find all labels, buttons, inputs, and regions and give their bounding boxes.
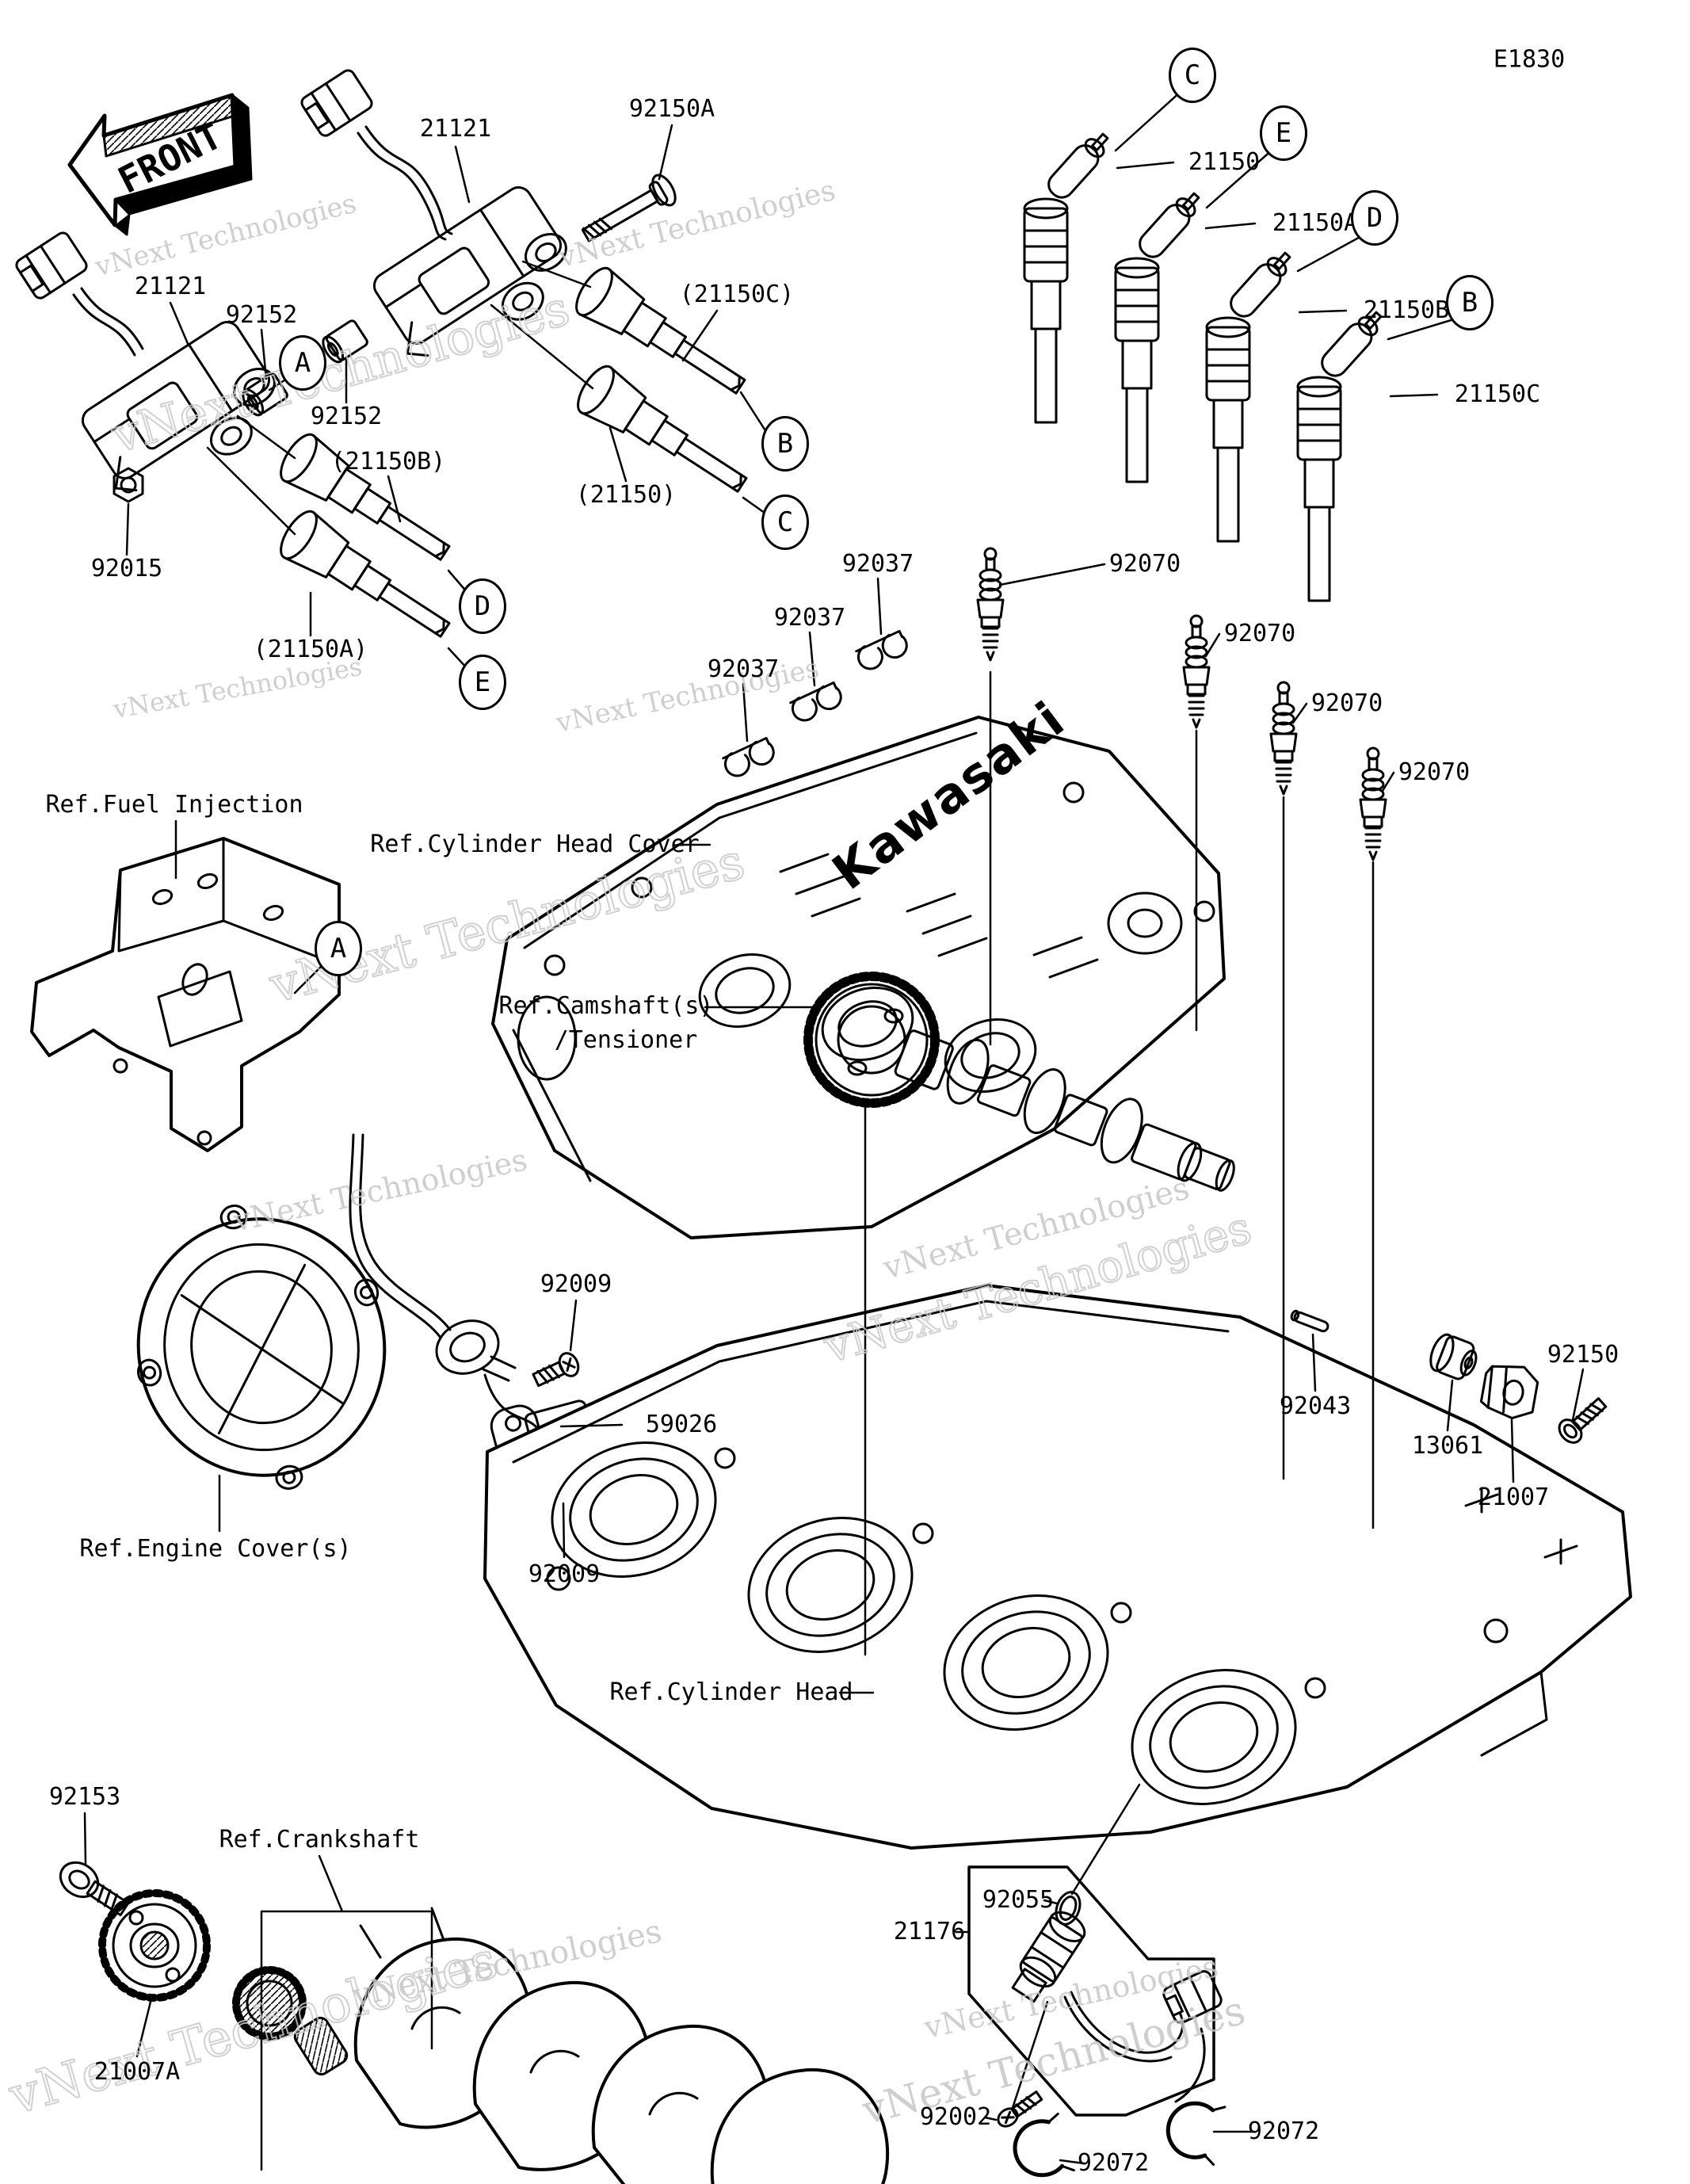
part-label-13061: 13061 [1411,1432,1484,1460]
nut-92015 [113,467,144,503]
damper-92152-1 [242,372,288,417]
part-label-21150a: 21150A [1272,209,1359,237]
part-label-ref-fuel-injection: Ref.Fuel Injection [45,791,303,819]
part-label-92072: 92072 [1077,2149,1150,2177]
callout-circle-d: D [459,578,506,634]
plug-cap-21150a [280,510,451,638]
pin-92043 [1290,1309,1329,1333]
clamp-92037-1 [855,629,908,670]
part-label-92037: 92037 [707,655,780,683]
clamp-92072-1 [1013,2112,1075,2178]
holder-21007 [1479,1365,1539,1420]
part-label-92037: 92037 [841,550,914,578]
part-label-92009: 92009 [528,1560,601,1588]
callout-circle-c: C [1169,48,1216,103]
stick-coil-cap-1 [1023,132,1109,424]
cylinder-head-cover: Kawasaki [491,689,1226,1239]
part-label-ref-cylinder-head-cover: Ref.Cylinder Head Cover [370,830,700,858]
part-label-21007a: 21007A [93,2058,181,2086]
spark-plug-2 [1182,614,1211,729]
callout-circle-e: E [459,655,506,710]
part-label-21150c: 21150C [1454,380,1541,408]
part-label-92043: 92043 [1279,1392,1352,1420]
plug-cap-21150b [280,433,451,561]
part-label-21121: 21121 [419,115,492,143]
part-label-92009: 92009 [540,1270,612,1298]
clamp-92037-2 [789,681,842,722]
part-label-21150c: (21150C) [679,281,795,308]
part-label-92055: 92055 [982,1886,1055,1914]
part-label-92015: 92015 [90,555,163,582]
clamp-92072-2 [1165,2101,1226,2166]
clamp-92037-3 [722,736,775,777]
screw-92009-top [532,1352,580,1388]
part-label-92070: 92070 [1310,689,1383,717]
camshaft [803,972,1235,1192]
callout-circle-c: C [761,494,809,550]
leader-lines [83,89,1585,2171]
crankshaft [353,1907,890,2184]
callout-circle-a: A [279,335,326,391]
fuel-injection-bracket [30,837,341,1152]
part-label-92153: 92153 [48,1783,121,1811]
part-label-21150b: (21150B) [330,448,446,475]
callout-circle-b: B [761,416,809,472]
part-label-21176: 21176 [893,1918,966,1945]
spark-plug-1 [976,547,1005,662]
bolt-92150 [1558,1397,1608,1444]
part-label-21121: 21121 [134,273,207,300]
part-label-92150: 92150 [1547,1341,1619,1369]
part-label-21150: 21150 [1188,148,1261,176]
part-label-21150b: 21150B [1363,296,1450,324]
part-label-92072: 92072 [1247,2117,1320,2145]
callout-circle-b: B [1446,275,1494,330]
part-label-ref-cylinder-head: Ref.Cylinder Head [609,1678,853,1706]
part-label-21007: 21007 [1477,1483,1550,1511]
callout-circle-a: A [315,921,362,976]
bolt-92150a [581,174,677,242]
spark-plug-4 [1359,746,1387,861]
callout-circle-e: E [1260,105,1307,161]
engine-cover [136,1205,387,1490]
part-label-59026: 59026 [645,1411,718,1438]
stick-coil-cap-4 [1296,311,1383,602]
part-label-92152: 92152 [225,301,298,329]
part-label-92070: 92070 [1108,550,1181,578]
part-label-92150a: 92150A [628,95,715,123]
part-label-ref-camshaft-s: Ref.Camshaft(s) [498,992,714,1020]
part-label-21150: (21150) [575,481,677,509]
part-label-92037: 92037 [773,604,846,632]
crank-gears [232,1966,349,2076]
bolt-92002 [997,2090,1043,2128]
spark-plug-3 [1269,681,1298,796]
cylinder-head [483,1284,1632,1850]
part-label-92002: 92002 [919,2103,992,2131]
part-label-tensioner: /Tensioner [554,1026,698,1054]
ignition-coil-1 [300,69,567,357]
stick-coil-cap-2 [1114,192,1200,483]
part-label-92152: 92152 [310,403,383,430]
part-label-ref-engine-cover-s: Ref.Engine Cover(s) [79,1535,352,1563]
cap-13061 [1429,1333,1478,1380]
stick-coil-cap-3 [1205,251,1291,543]
page-code: E1830 [1493,45,1566,74]
damper-92152-2 [322,319,368,364]
front-arrow-icon: FRONT [67,93,253,236]
timing-rotor-21007a [98,1889,211,2002]
bolt-92153 [59,1861,130,1917]
callout-circle-d: D [1351,190,1398,246]
ignition-coil-2 [15,231,276,492]
part-label-92070: 92070 [1223,620,1296,647]
part-label-92070: 92070 [1398,758,1471,786]
part-label-ref-crankshaft: Ref.Crankshaft [219,1826,420,1854]
part-label-21150a: (21150A) [253,636,368,663]
